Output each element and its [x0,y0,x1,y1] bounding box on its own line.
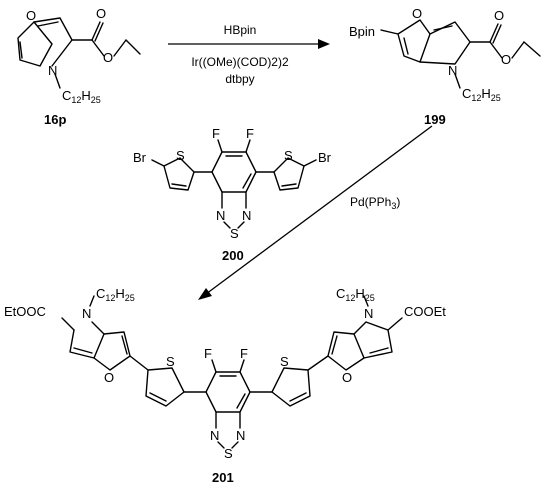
step2-catalyst: Pd(PPh3) [350,195,400,211]
atom-o-199-ester: O [501,52,511,67]
furan-ring-16p [17,21,53,67]
step2-arrow [205,125,433,295]
atom-br-200-right: Br [318,150,332,165]
ester-right-201: COOEt [404,304,446,319]
alkyl-201-right: C12H25 [336,286,375,303]
step1-ligand: dtbpy [225,72,254,86]
atom-bpin: Bpin [349,24,375,39]
compound-label-199: 199 [424,112,446,127]
atom-f-201-right: F [240,346,248,361]
alkyl-201-left: C12H25 [96,286,135,303]
pyrrole-ring-16p [33,17,73,67]
step1-arrowhead [318,39,330,49]
compound-16p: O N O O C12H25 16p [17,6,141,127]
atom-s-201-right: S [280,354,289,369]
alkyl-16p: C12H25 [62,88,101,105]
compound-200: Br S F F N N S S Br 200 [133,126,332,263]
step2-arrow-group: Pd(PPh3) [198,125,433,300]
atom-o-16p-ring: O [26,8,36,23]
atom-n-16p: N [48,63,57,78]
compound-label-200: 200 [222,248,244,263]
atom-f-200-left: F [212,126,220,141]
benzene-ring-200 [211,151,257,193]
step1-catalyst: Ir((OMe)(COD)2)2 [191,55,289,69]
atom-n-201-left: N [82,306,91,321]
atom-s-200-thiadiazole: S [230,226,239,241]
atom-s-201-thiadiazole: S [224,446,233,461]
compound-label-201: 201 [212,470,234,485]
atom-o-201-right: O [342,370,352,385]
atom-o-199-carbonyl: O [494,8,504,23]
atom-br-200-left: Br [133,150,147,165]
furan-ring-201-left [93,331,131,371]
compound-199: Bpin O N O O C12H25 199 [349,6,541,127]
atom-o-16p-carbonyl: O [96,6,106,21]
ester-left-201: EtOOC [4,304,46,319]
furan-ring-199 [397,19,431,63]
thiophene-left-200 [163,157,195,191]
atom-n-199: N [448,63,457,78]
thiophene-right-200 [273,157,305,191]
atom-n-200-right: N [242,208,251,223]
atom-n-200-left: N [216,208,225,223]
atom-n-201-bt-left: N [210,428,219,443]
pyrrole-ring-201-left [69,321,105,359]
atom-f-201-left: F [204,346,212,361]
atom-s-200-right: S [284,148,293,163]
atom-f-200-right: F [246,126,254,141]
atom-o-199-ring: O [412,6,422,21]
atom-n-201-bt-right: N [236,428,245,443]
alkyl-199: C12H25 [462,86,501,103]
benzene-ring-201 [205,371,251,413]
thiophene-right-201 [271,367,311,407]
compound-label-16p: 16p [44,112,66,127]
step2-arrowhead [198,288,212,300]
atom-o-201-left: O [104,370,114,385]
thiophene-left-201 [145,367,185,407]
atom-s-200-left: S [176,148,185,163]
atom-o-16p-ester: O [103,50,113,65]
atom-n-201-right: N [364,306,373,321]
step1-reagent: HBpin [224,23,257,37]
atom-s-201-left: S [166,354,175,369]
furan-ring-201-right [327,331,365,371]
step1-arrow-group: HBpin Ir((OMe)(COD)2)2 dtbpy [168,23,330,86]
compound-201: EtOOC N C12H25 O S F F N N S S [4,286,446,485]
